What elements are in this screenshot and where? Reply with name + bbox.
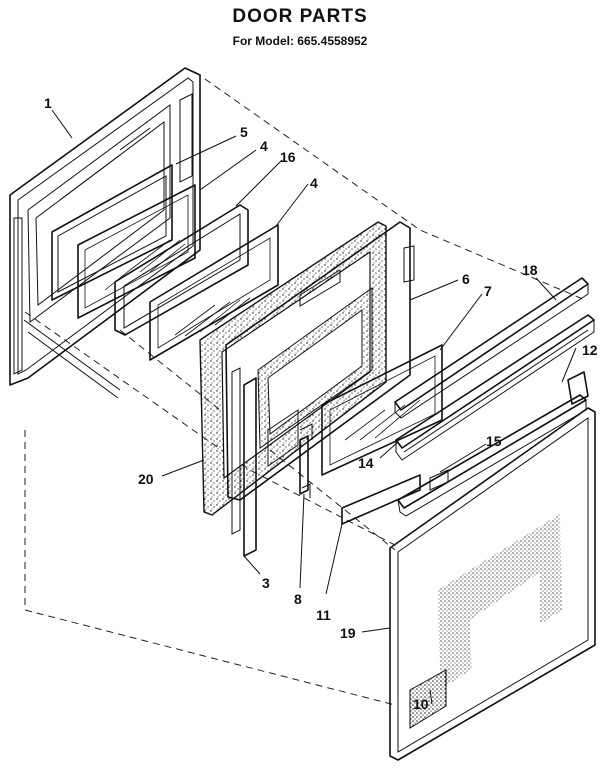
part-6-inner-panel <box>225 221 415 501</box>
part-4-glass-panel-lower <box>149 224 279 361</box>
part-12-end-cap <box>567 371 589 405</box>
part-18-top-trim <box>394 277 589 419</box>
part-19-outer-panel <box>389 407 596 761</box>
part-20-insulation <box>199 221 387 516</box>
callout-15: 15 <box>486 433 502 449</box>
part-8-bracket <box>299 423 313 498</box>
callout-labels: 1 5 4 16 4 6 7 18 12 15 14 20 3 8 11 19 … <box>44 95 598 712</box>
callout-18: 18 <box>522 262 538 278</box>
part-14-handle <box>395 314 595 461</box>
callout-19: 19 <box>340 625 356 641</box>
callout-10: 10 <box>413 696 429 712</box>
diagram-title: DOOR PARTS <box>232 6 368 27</box>
part-5-window-frame <box>51 164 173 301</box>
callout-1: 1 <box>44 95 52 111</box>
callout-3: 3 <box>262 575 270 591</box>
part-4-glass-panel-upper <box>77 184 196 319</box>
callout-8: 8 <box>294 591 302 607</box>
callout-5: 5 <box>240 124 248 140</box>
part-1-door-liner <box>9 67 201 399</box>
callout-14: 14 <box>358 455 374 471</box>
leader-lines <box>51 109 577 705</box>
part-11-vent-strip <box>341 474 421 525</box>
callout-4-upper: 4 <box>260 138 268 154</box>
callout-12: 12 <box>582 342 598 358</box>
callout-20: 20 <box>138 471 154 487</box>
model-number: For Model: 665.4558952 <box>232 34 368 48</box>
callout-7: 7 <box>484 283 492 299</box>
callout-4-lower: 4 <box>310 175 318 191</box>
callout-16: 16 <box>280 149 296 165</box>
alignment-lines <box>24 71 586 706</box>
part-3-side-trim <box>231 367 257 557</box>
part-15-lower-handle <box>397 394 587 517</box>
callout-6: 6 <box>462 271 470 287</box>
part-16-glass-retainer <box>114 204 249 336</box>
callout-11: 11 <box>316 607 331 623</box>
